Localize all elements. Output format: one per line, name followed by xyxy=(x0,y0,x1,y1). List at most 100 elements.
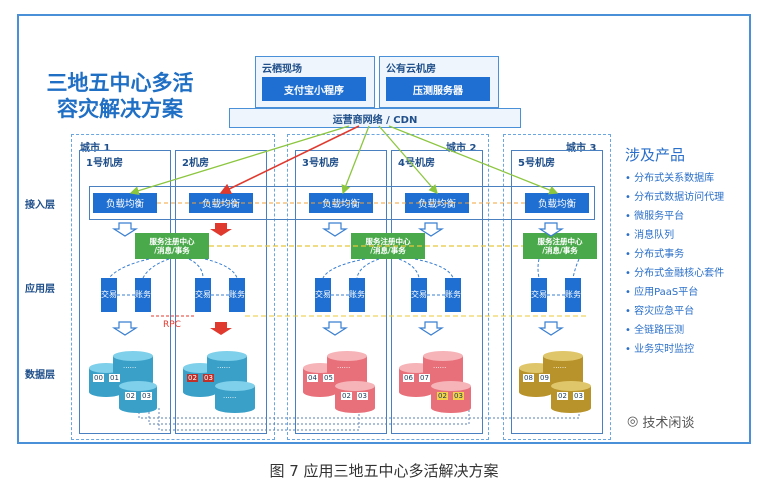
diagram-title: 三地五中心多活 容灾解决方案 xyxy=(35,70,205,122)
svc1-trade2 xyxy=(188,258,204,279)
product-item: • 分布式金融核心套件 xyxy=(625,268,725,279)
db-label-r3-02: 02 xyxy=(341,392,352,400)
down-arrow-1 xyxy=(111,222,139,237)
cdn-line-lb4 xyxy=(378,125,438,194)
red-arrow-2 xyxy=(210,223,232,236)
cdn-to-lb-lines xyxy=(129,125,559,196)
svc2-trade3 xyxy=(322,258,366,279)
wechat-icon: ◎ xyxy=(627,414,639,429)
db-cyl-r3-02 xyxy=(335,381,375,413)
account-box-room-3: 账务 xyxy=(349,278,365,312)
product-9: 业务实时监控 xyxy=(634,344,695,355)
layer-app-label: 应用层 xyxy=(25,284,55,295)
stress-test-server-box: 压测服务器 xyxy=(386,77,490,101)
trade-box-room-3: 交易 xyxy=(315,278,331,312)
replication-lines xyxy=(138,408,580,431)
public-cloud-label: 公有云机房 xyxy=(386,64,436,75)
product-item: • 微服务平台 xyxy=(625,211,685,222)
svc1-line2: /消息/事务 xyxy=(154,246,190,255)
account-text: 账务 xyxy=(229,290,245,299)
svc1-acct1 xyxy=(142,258,170,279)
svc1-trade1 xyxy=(108,258,150,279)
down-arrow-db-3 xyxy=(321,321,349,336)
title-line-1: 三地五中心多活 xyxy=(46,71,194,95)
rpc-label: RPC xyxy=(163,320,181,330)
db-label-r1-03: 03 xyxy=(141,392,152,400)
city-2-box: 城市 2 xyxy=(287,134,489,440)
db-cyl-r5-02 xyxy=(551,381,591,413)
product-3: 消息队列 xyxy=(634,230,675,241)
db-room-1 xyxy=(89,351,157,413)
service-registry-city-1: 服务注册中心/消息/事务 xyxy=(135,233,209,259)
product-5: 分布式金融核心套件 xyxy=(634,268,725,279)
title-line-2: 容灾解决方案 xyxy=(57,97,183,121)
room-2-box: 2机房 xyxy=(175,150,267,434)
svc3-trade5 xyxy=(537,258,540,279)
account-box-room-1: 账务 xyxy=(135,278,151,312)
diagram-frame: 三地五中心多活 容灾解决方案 云栖现场 支付宝小程序 公有云机房 压测服务器 运… xyxy=(17,14,751,444)
trade-box-room-1: 交易 xyxy=(101,278,117,312)
room-1-label: 1号机房 xyxy=(86,158,123,169)
load-balancer-5: 负载均衡 xyxy=(525,193,589,213)
yunqi-site-box: 云栖现场 支付宝小程序 xyxy=(255,56,375,108)
service-registry-city-3: 服务注册中心/消息/事务 xyxy=(523,233,597,259)
db-label-08: 08 xyxy=(523,374,534,382)
products-panel: 涉及产品 • 分布式关系数据库 • 分布式数据访问代理 • 微服务平台 • 消息… xyxy=(625,144,749,359)
db-room-3 xyxy=(303,351,375,413)
account-box-room-5: 账务 xyxy=(565,278,581,312)
db-cyl-r4-02 xyxy=(431,381,471,413)
svc1-line1: 服务注册中心 xyxy=(149,237,195,246)
down-arrow-3 xyxy=(321,222,349,237)
load-balancer-1: 负载均衡 xyxy=(93,193,157,213)
trade-text: 交易 xyxy=(531,290,547,299)
down-arrow-5 xyxy=(537,222,565,237)
db-ellipsis-r2b: ...... xyxy=(223,392,237,400)
repl-line-3 xyxy=(158,408,360,431)
cdn-label: 运营商网络 / CDN xyxy=(332,114,418,126)
db-cyl-r2-c xyxy=(215,381,255,413)
db-ellipsis-r4: ...... xyxy=(433,362,447,370)
layer-access-label: 接入层 xyxy=(25,200,55,211)
product-item: • 分布式数据访问代理 xyxy=(625,192,725,203)
watermark: ◎ 技术闲谈 xyxy=(627,412,694,431)
db-label-r3-03: 03 xyxy=(357,392,368,400)
product-item: • 全链路压测 xyxy=(625,325,685,336)
down-arrow-4 xyxy=(417,222,445,237)
trade-box-room-4: 交易 xyxy=(411,278,427,312)
cdn-line-lb1 xyxy=(129,125,350,196)
db-label-r5-03: 03 xyxy=(573,392,584,400)
products-list: • 分布式关系数据库 • 分布式数据访问代理 • 微服务平台 • 消息队列 • … xyxy=(625,169,749,359)
product-4: 分布式事务 xyxy=(634,249,685,260)
product-item: • 分布式事务 xyxy=(625,249,685,260)
city-1-box: 城市 1 xyxy=(71,134,275,440)
account-text: 账务 xyxy=(135,290,151,299)
svc2-acct4 xyxy=(414,258,454,279)
trade-text: 交易 xyxy=(101,290,117,299)
red-arrows xyxy=(210,223,232,335)
db-label-r5-02: 02 xyxy=(557,392,568,400)
room-3-box: 3号机房 xyxy=(295,150,387,434)
db-ellipsis-r1: ...... xyxy=(123,362,137,370)
db-label-r1-02: 02 xyxy=(125,392,136,400)
cdn-line-lb5 xyxy=(388,125,559,195)
db-label-04: 04 xyxy=(307,374,318,382)
db-label-09: 09 xyxy=(539,374,550,382)
down-arrow-db-4 xyxy=(417,321,445,336)
down-arrow-db-5 xyxy=(537,321,565,336)
account-text: 账务 xyxy=(565,290,581,299)
product-7: 容灾应急平台 xyxy=(634,306,695,317)
svc3-acct5 xyxy=(572,258,580,279)
svc2-line2: /消息/事务 xyxy=(370,246,406,255)
account-box-room-2: 账务 xyxy=(229,278,245,312)
db-label-05: 05 xyxy=(323,374,334,382)
trade-box-room-5: 交易 xyxy=(531,278,547,312)
cdn-line-lb2-red xyxy=(219,125,360,194)
room-4-label: 4号机房 xyxy=(398,158,435,169)
room-2-label: 2机房 xyxy=(182,158,209,169)
city-2-label: 城市 2 xyxy=(446,143,477,154)
diagram-connections xyxy=(89,125,591,431)
product-item: • 消息队列 xyxy=(625,230,675,241)
city-3-box: 城市 3 xyxy=(503,134,611,440)
db-label-07: 07 xyxy=(419,374,430,382)
db-label-r4-03: 03 xyxy=(453,392,464,400)
